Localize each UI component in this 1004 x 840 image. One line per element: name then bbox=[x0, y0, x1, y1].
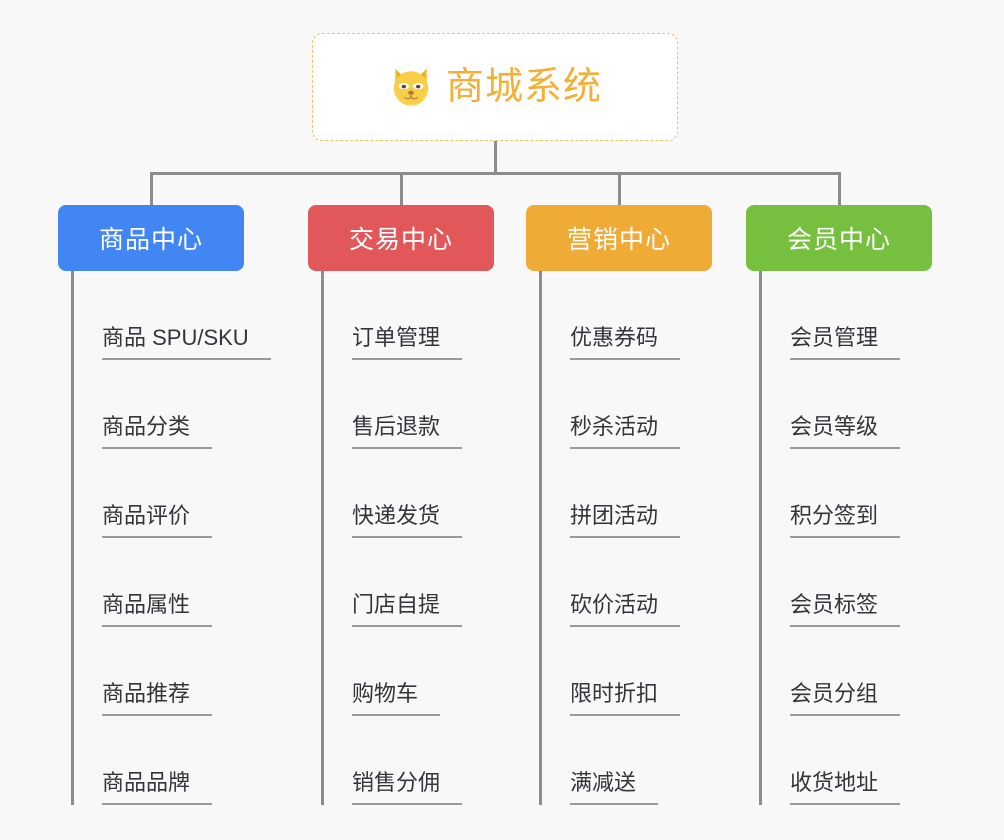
leaf-label: 会员分组 bbox=[790, 681, 901, 716]
leaf-label: 限时折扣 bbox=[570, 681, 681, 716]
leaf-item[interactable]: 商品分类 bbox=[74, 360, 244, 449]
branch-商品中心: 商品中心 商品 SPU/SKU 商品分类 商品评价 商品属性 商品推荐 商品品牌 bbox=[58, 205, 271, 805]
leaf-label: 满减送 bbox=[570, 770, 659, 805]
connector-horizontal-bus bbox=[151, 172, 839, 175]
leaf-item[interactable]: 会员管理 bbox=[762, 271, 932, 360]
branch-header-3[interactable]: 会员中心 bbox=[746, 205, 932, 271]
leaf-label: 优惠券码 bbox=[570, 325, 681, 360]
leaf-label: 会员标签 bbox=[790, 592, 901, 627]
branch-header-label-3: 会员中心 bbox=[786, 226, 891, 254]
leaf-item[interactable]: 会员等级 bbox=[762, 360, 932, 449]
leaf-label: 销售分佣 bbox=[352, 770, 463, 805]
connector-drop-branch-0 bbox=[150, 172, 153, 208]
leaf-label: 商品评价 bbox=[102, 503, 213, 538]
leaf-item[interactable]: 门店自提 bbox=[324, 538, 494, 627]
branch-营销中心: 营销中心 优惠券码 秒杀活动 拼团活动 砍价活动 限时折扣 满减送 bbox=[526, 205, 712, 805]
leaf-item[interactable]: 商品评价 bbox=[74, 449, 244, 538]
leaf-label: 购物车 bbox=[352, 681, 441, 716]
leaf-label: 会员管理 bbox=[790, 325, 901, 360]
leaf-label: 秒杀活动 bbox=[570, 414, 681, 449]
leaf-item[interactable]: 秒杀活动 bbox=[542, 360, 712, 449]
leaf-label: 商品推荐 bbox=[102, 681, 213, 716]
branch-会员中心: 会员中心 会员管理 会员等级 积分签到 会员标签 会员分组 收货地址 bbox=[746, 205, 932, 805]
branch-交易中心: 交易中心 订单管理 售后退款 快递发货 门店自提 购物车 销售分佣 bbox=[308, 205, 494, 805]
leaf-label: 拼团活动 bbox=[570, 503, 681, 538]
branch-header-label-2: 营销中心 bbox=[566, 226, 671, 254]
leaf-item[interactable]: 会员分组 bbox=[762, 627, 932, 716]
leaf-label: 快递发货 bbox=[352, 503, 463, 538]
branch-header-label-1: 交易中心 bbox=[348, 226, 453, 254]
leaf-label: 商品分类 bbox=[102, 414, 213, 449]
leaf-label: 门店自提 bbox=[352, 592, 463, 627]
branch-header-2[interactable]: 营销中心 bbox=[526, 205, 712, 271]
leaf-item[interactable]: 限时折扣 bbox=[542, 627, 712, 716]
leaf-item[interactable]: 拼团活动 bbox=[542, 449, 712, 538]
leaf-label: 积分签到 bbox=[790, 503, 901, 538]
leaf-item[interactable]: 商品品牌 bbox=[74, 716, 244, 805]
root-title: 商城系统 bbox=[445, 66, 602, 108]
leaf-item[interactable]: 销售分佣 bbox=[324, 716, 494, 805]
leaf-label: 售后退款 bbox=[352, 414, 463, 449]
leaf-item[interactable]: 购物车 bbox=[324, 627, 494, 716]
leaf-label: 会员等级 bbox=[790, 414, 901, 449]
branch-body-1: 订单管理 售后退款 快递发货 门店自提 购物车 销售分佣 bbox=[321, 271, 494, 805]
leaf-label: 收货地址 bbox=[790, 770, 901, 805]
leaf-label: 商品属性 bbox=[102, 592, 213, 627]
leaf-label: 砍价活动 bbox=[570, 592, 681, 627]
branch-body-2: 优惠券码 秒杀活动 拼团活动 砍价活动 限时折扣 满减送 bbox=[539, 271, 712, 805]
leaf-item[interactable]: 快递发货 bbox=[324, 449, 494, 538]
branch-body-3: 会员管理 会员等级 积分签到 会员标签 会员分组 收货地址 bbox=[759, 271, 932, 805]
leaf-item[interactable]: 积分签到 bbox=[762, 449, 932, 538]
shiba-dog-face-icon bbox=[388, 64, 434, 110]
branch-header-label-0: 商品中心 bbox=[98, 226, 203, 254]
leaf-item[interactable]: 商品 SPU/SKU bbox=[74, 271, 271, 360]
connector-drop-branch-2 bbox=[618, 172, 621, 208]
leaf-item[interactable]: 优惠券码 bbox=[542, 271, 712, 360]
connector-drop-branch-3 bbox=[838, 172, 841, 208]
branch-body-0: 商品 SPU/SKU 商品分类 商品评价 商品属性 商品推荐 商品品牌 bbox=[71, 271, 271, 805]
connector-drop-branch-1 bbox=[400, 172, 403, 208]
leaf-item[interactable]: 订单管理 bbox=[324, 271, 494, 360]
leaf-label: 订单管理 bbox=[352, 325, 463, 360]
root-node[interactable]: 商城系统 bbox=[312, 33, 678, 141]
leaf-item[interactable]: 砍价活动 bbox=[542, 538, 712, 627]
connector-root-stem bbox=[494, 141, 497, 175]
leaf-item[interactable]: 商品属性 bbox=[74, 538, 244, 627]
leaf-label: 商品品牌 bbox=[102, 770, 213, 805]
leaf-item[interactable]: 商品推荐 bbox=[74, 627, 244, 716]
branch-header-1[interactable]: 交易中心 bbox=[308, 205, 494, 271]
leaf-item[interactable]: 会员标签 bbox=[762, 538, 932, 627]
branch-header-0[interactable]: 商品中心 bbox=[58, 205, 244, 271]
leaf-label: 商品 SPU/SKU bbox=[102, 325, 271, 360]
leaf-item[interactable]: 售后退款 bbox=[324, 360, 494, 449]
leaf-item[interactable]: 满减送 bbox=[542, 716, 712, 805]
leaf-item[interactable]: 收货地址 bbox=[762, 716, 932, 805]
